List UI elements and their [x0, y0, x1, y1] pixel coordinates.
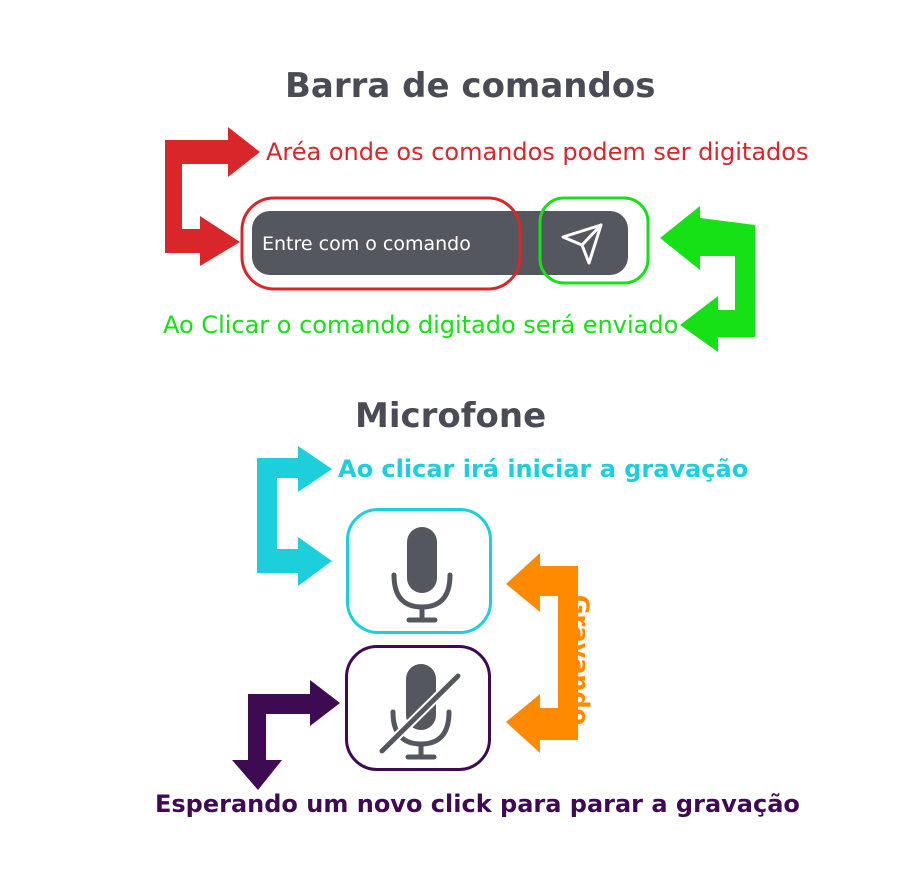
microphone-title: Microfone [355, 396, 547, 436]
red-arrow [165, 127, 260, 266]
cyan-arrow [257, 446, 332, 586]
microphone-button[interactable] [346, 508, 492, 634]
waiting-stop-annotation: Esperando um novo click para parar a gra… [155, 790, 800, 818]
send-button[interactable] [546, 211, 628, 275]
command-bar-title: Barra de comandos [285, 66, 656, 106]
microphone-off-icon [377, 664, 463, 760]
microphone-icon [391, 527, 453, 623]
command-input[interactable] [262, 229, 512, 259]
start-recording-annotation: Ao clicar irá iniciar a gravação [338, 455, 749, 483]
send-paper-plane-icon [561, 223, 603, 265]
input-area-annotation: Aréa onde os comandos podem ser digitado… [266, 138, 809, 166]
purple-arrow [232, 680, 340, 790]
recording-annotation: Gravando [566, 594, 594, 726]
send-annotation: Ao Clicar o comando digitado será enviad… [163, 311, 679, 339]
microphone-off-button[interactable] [345, 645, 491, 771]
